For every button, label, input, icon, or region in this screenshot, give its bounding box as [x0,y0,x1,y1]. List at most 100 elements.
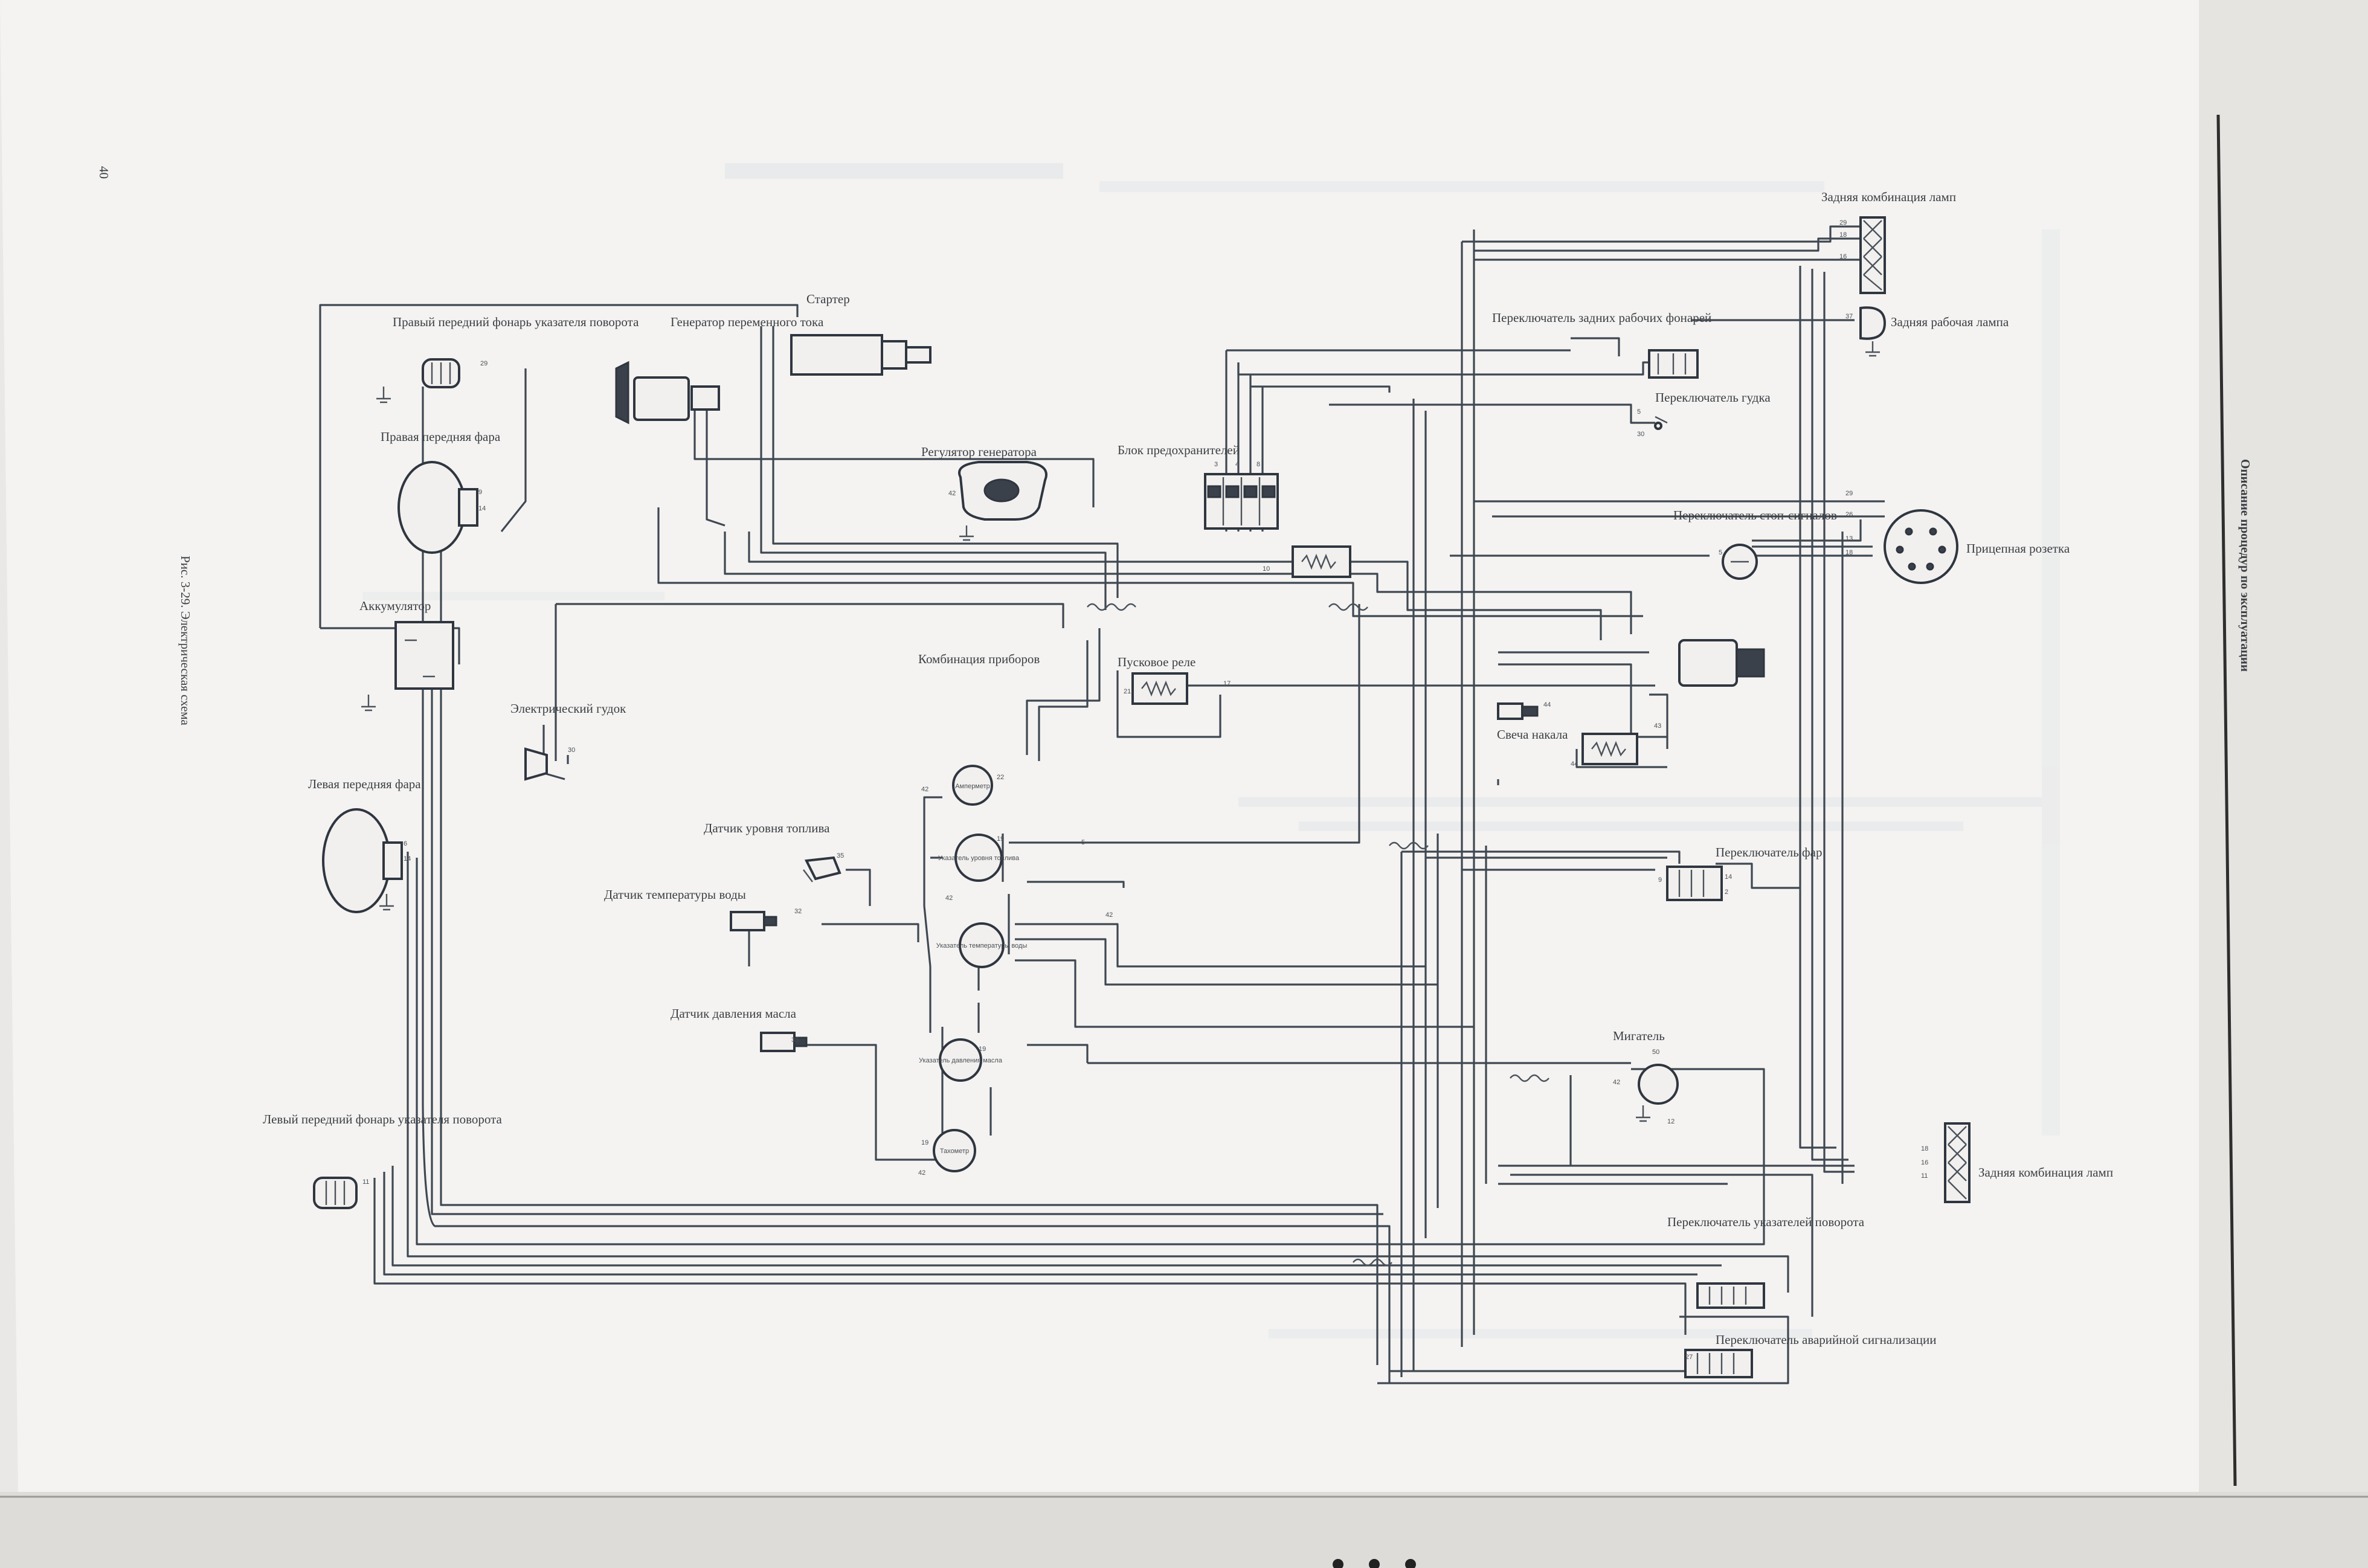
rear-combination-lamp-bottom-symbol [1944,1122,1971,1203]
wire-num: 11 [362,1178,369,1186]
fuse-block-symbol [1204,473,1279,530]
label-left-headlight: Левая передняя фара [308,777,421,791]
wire-num: 11 [1921,1172,1928,1180]
label-right-front-turn: Правый передний фонарь указателя поворот… [393,315,639,329]
header-rule [2216,114,2237,1486]
label-glow-plug: Свеча накала [1497,727,1568,742]
wire-num: 44 [1543,701,1551,708]
label-instrument-cluster: Комбинация приборов [918,652,1040,666]
horn-symbol [524,747,548,781]
ignition-switch-symbol [1678,639,1765,687]
label-rear-combination-bottom: Задняя комбинация ламп [1978,1165,2113,1180]
label-start-relay: Пусковое реле [1118,655,1195,669]
label-left-front-turn: Левый передний фонарь указателя поворота [263,1112,503,1126]
ground-symbols [361,341,1880,1122]
label-oil-pressure-sensor: Датчик давления масла [671,1006,797,1021]
gauge-temp: Указатель температуры воды [936,922,1027,968]
label-stop-switch: Переключатель стоп-сигналов [1673,508,1837,522]
wire-num: 2 [1725,888,1728,896]
wire-num: 14 [1725,873,1732,881]
hazard-switch-symbol [1684,1349,1753,1378]
alternator-symbol [615,361,720,425]
gauge-tachometer-label: Тахометр [940,1148,969,1155]
wire-num: 4 [1235,461,1239,468]
wire-num: 13 [1845,535,1853,542]
glow-relay-symbol [1581,733,1638,765]
spiral-binding-holes [1333,1559,1416,1568]
gauge-oil: Указатель давления масла [919,1038,1003,1082]
label-regulator: Регулятор генератора [921,445,1037,459]
wire-num: 37 [1845,313,1853,320]
battery-symbol [394,621,454,690]
label-water-temp-sensor: Датчик температуры воды [604,887,746,902]
gauge-tachometer: Тахометр [933,1129,976,1172]
starter-symbol [790,334,931,376]
wire-num: 42 [921,786,928,793]
turn-signal-switch-symbol [1696,1282,1765,1309]
label-flasher: Мигатель [1613,1029,1665,1043]
rear-work-switch-symbol [1648,349,1699,379]
wire-num: 50 [1652,1049,1659,1056]
wire-num: 17 [1223,680,1231,687]
wire-num: 5 [1637,408,1641,416]
fuel-level-sensor-symbol [803,856,841,882]
right-headlight-symbol [397,461,478,554]
wire-num: 14 [478,505,486,512]
label-headlight-switch: Переключатель фар [1716,845,1822,860]
start-relay-symbol [1131,672,1188,705]
wire-num: 35 [837,852,844,860]
wire-num: 42 [1105,911,1113,919]
section-header-title: Описание процедур по эксплуатации [2238,459,2253,672]
label-horn-switch: Переключатель гудка [1655,390,1771,405]
wire-num: 19 [979,1046,986,1053]
label-battery: Аккумулятор [359,599,431,613]
regulator-symbol [958,461,1047,521]
gauge-oil-label: Указатель давления масла [919,1057,1003,1064]
wire-num: 16 [1839,253,1847,260]
wire-num: 32 [794,908,802,915]
left-front-turn-lamp-symbol [313,1177,358,1209]
wire-num: 29 [1845,490,1853,497]
wire-num: 18 [1921,1145,1928,1152]
wire-num: 26 [1845,511,1853,518]
headlight-switch-symbol [1666,866,1723,901]
wire-num: 6 [404,840,407,847]
relay-coil-symbol [1292,545,1351,578]
oil-pressure-sensor-symbol [760,1032,808,1052]
wiring-harness [319,225,1885,1384]
wire-num: 3 [1214,461,1218,468]
stop-switch-symbol [1722,544,1758,580]
gauge-fuel-label: Указатель уровня топлива [938,855,1020,862]
page-edge-shadow [2199,0,2368,1568]
wire-num: 27 [1685,1354,1693,1361]
glow-plug-symbol [1497,702,1539,720]
wire-num: 8 [1256,461,1260,468]
wire-num: 18 [1845,549,1853,556]
wire-num: 19 [997,835,1004,843]
wire-num: 22 [997,774,1004,781]
label-starter: Стартер [806,292,850,306]
right-front-turn-lamp-symbol [422,358,460,388]
wire-num: 21 [1124,688,1131,695]
wire-num: 30 [568,747,575,754]
wire-num: 30 [1637,431,1644,438]
rear-work-lamp-symbol [1859,306,1887,340]
trailer-socket-symbol [1884,509,1958,584]
label-right-headlight: Правая передняя фара [381,429,501,444]
label-trailer-socket: Прицепная розетка [1966,541,2070,556]
horn-switch-symbol [1654,416,1668,430]
page-number: 40 [97,166,111,179]
label-hazard-switch: Переключатель аварийной сигнализации [1716,1332,1936,1347]
wire-num: 18 [1839,231,1847,239]
wire-num: 14 [404,855,411,863]
wire-num: 5 [1719,549,1722,556]
wire-num: 16 [1921,1159,1928,1166]
label-rear-work-switch: Переключатель задних рабочих фонарей [1492,310,1711,325]
wire-num: 9 [478,489,482,496]
wire-num: 42 [948,490,956,497]
wire-num: 19 [921,1139,928,1146]
label-alternator: Генератор переменного тока [671,315,824,329]
wire-num: 42 [1613,1079,1620,1086]
wire-number-labels: 29 18 16 37 5 30 29 26 13 18 5 29 9 14 6… [362,219,1928,1361]
